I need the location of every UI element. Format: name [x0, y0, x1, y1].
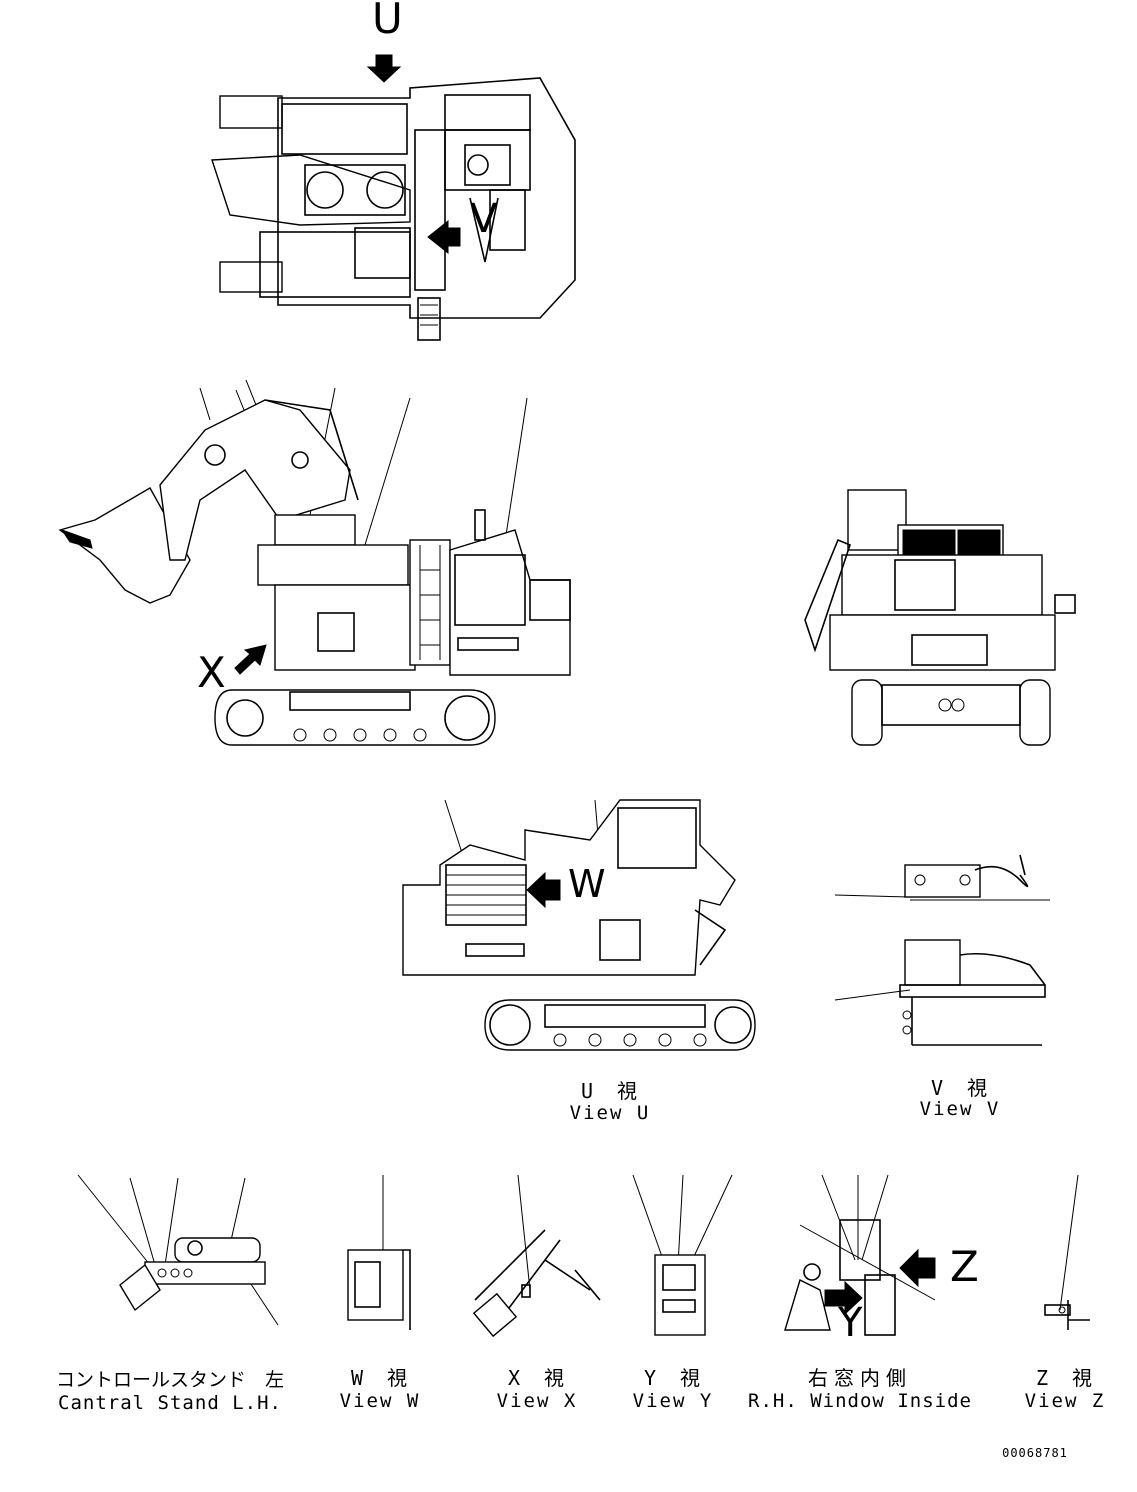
caption-view-z-jp: Z 視: [1035, 1366, 1095, 1390]
rear-view: [804, 489, 1076, 746]
main-side-view: [58, 379, 571, 746]
view-letter-v-top: V: [470, 196, 498, 242]
view-z-drawing: [1044, 1174, 1090, 1330]
view-x-drawing: [472, 1174, 601, 1338]
caption-window-en: R.H. Window Inside: [748, 1390, 972, 1412]
caption-view-v-jp: V 視: [930, 1076, 990, 1100]
caption-view-w-jp: W 視: [350, 1366, 410, 1390]
caption-view-z-en: View Z: [1024, 1390, 1106, 1412]
arrow-u-icon: [366, 54, 402, 83]
drawing-number: 00068781: [1002, 1446, 1068, 1460]
caption-view-w-en: View W: [339, 1390, 421, 1412]
caption-window-jp: 右窓内側: [808, 1366, 912, 1390]
window-inside-drawing: [784, 1174, 936, 1336]
caption-control-en: Cantral Stand L.H.: [58, 1392, 282, 1414]
caption-view-y-en: View Y: [632, 1390, 714, 1412]
arrow-w-icon: [526, 871, 561, 909]
view-w-drawing: [347, 1175, 411, 1330]
view-u-drawing: [402, 799, 756, 1051]
caption-view-x-jp: X 視: [507, 1366, 567, 1390]
arrow-z-icon: [899, 1248, 936, 1288]
view-y-drawing: [632, 1174, 733, 1336]
view-letter-x: X: [197, 648, 226, 697]
caption-view-v-en: View V: [919, 1098, 1001, 1120]
view-letter-u-top: U: [372, 0, 403, 43]
arrow-v-icon: [427, 219, 461, 255]
view-letter-w: W: [568, 862, 606, 906]
caption-view-y-jp: Y 視: [643, 1366, 703, 1390]
caption-view-x-en: View X: [496, 1390, 578, 1412]
caption-view-u-jp: U 視: [580, 1079, 640, 1103]
arrow-y-icon: [824, 1280, 863, 1316]
caption-control-jp: コントロールスタンド 左: [55, 1369, 284, 1391]
view-letter-z: Z: [950, 1242, 979, 1291]
view-v-drawing: [834, 854, 1050, 1046]
top-plan-view: [211, 54, 576, 341]
caption-view-u-en: View U: [569, 1102, 651, 1124]
arrow-x-icon: [234, 644, 267, 675]
view-letter-y: Y: [838, 1300, 863, 1346]
control-stand-drawing: [77, 1174, 279, 1326]
